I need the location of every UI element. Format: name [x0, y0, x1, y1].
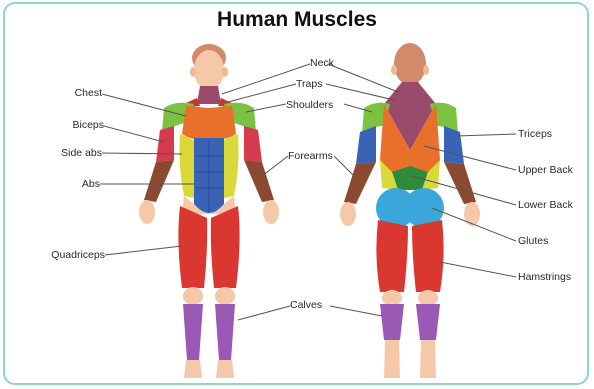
- label-abs: Abs: [52, 178, 100, 190]
- label-hamstrings: Hamstrings: [518, 271, 571, 283]
- back-right-hamstring: [412, 220, 444, 292]
- front-right-bicep: [244, 126, 262, 162]
- label-forearms: Forearms: [288, 150, 333, 162]
- front-left-calf: [183, 304, 203, 360]
- label-side-abs: Side abs: [40, 147, 102, 159]
- label-glutes: Glutes: [518, 235, 548, 247]
- front-left-forearm: [144, 160, 174, 202]
- label-quadriceps: Quadriceps: [20, 249, 105, 261]
- front-right-forearm: [244, 160, 274, 202]
- back-right-forearm: [444, 162, 476, 204]
- back-right-calf: [416, 304, 440, 340]
- front-neck-muscle: [197, 86, 221, 104]
- back-left-tricep: [356, 126, 376, 164]
- back-right-tricep: [444, 126, 464, 164]
- label-shoulders: Shoulders: [286, 99, 333, 111]
- label-neck: Neck: [310, 57, 334, 69]
- front-left-side-abs: [180, 134, 195, 198]
- label-triceps: Triceps: [518, 128, 552, 140]
- back-left-forearm: [344, 162, 376, 204]
- label-traps: Traps: [296, 78, 322, 90]
- label-biceps: Biceps: [52, 119, 104, 131]
- label-upper-back: Upper Back: [518, 164, 573, 176]
- back-left-hamstring: [376, 220, 408, 292]
- label-chest: Chest: [52, 87, 102, 99]
- back-left-calf: [380, 304, 404, 340]
- label-lower-back: Lower Back: [518, 199, 573, 211]
- back-figure: [340, 43, 480, 378]
- front-right-chest: [209, 106, 236, 139]
- front-right-quadriceps: [211, 206, 240, 288]
- front-right-calf: [215, 304, 235, 360]
- front-right-side-abs: [224, 134, 239, 198]
- label-calves: Calves: [290, 299, 322, 311]
- front-left-quadriceps: [178, 206, 207, 288]
- front-left-chest: [182, 106, 209, 139]
- front-left-bicep: [156, 126, 174, 162]
